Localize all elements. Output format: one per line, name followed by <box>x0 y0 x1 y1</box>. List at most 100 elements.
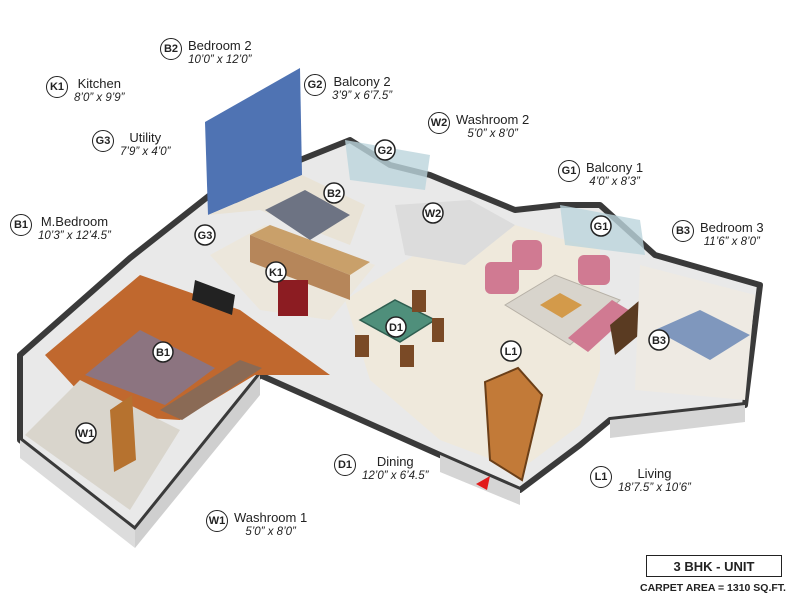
room-label-mbedroom: B1 M.Bedroom 10’3” x 12’4.5” <box>10 214 111 244</box>
room-dims: 8’0” x 9’9” <box>74 92 125 104</box>
room-name: Balcony 2 <box>333 74 391 89</box>
room-label-balcony2: G2 Balcony 2 3’9” x 6’7.5” <box>304 74 392 104</box>
room-label-balcony1: G1 Balcony 1 4’0” x 8’3” <box>558 160 643 190</box>
coffee-table <box>540 293 582 318</box>
room-code-badge: L1 <box>590 466 612 488</box>
room-name: Kitchen <box>77 76 121 91</box>
plan-marker-k1: K1 <box>265 261 287 283</box>
mbedroom-wardrobe <box>160 360 262 420</box>
kitchen-fridge <box>278 280 308 316</box>
plan-marker-w1: W1 <box>75 422 97 444</box>
room-name: Dining <box>376 454 414 469</box>
room-dims: 18’7.5” x 10’6” <box>618 482 691 494</box>
plan-marker-text: W1 <box>78 428 95 440</box>
plan-marker-g1: G1 <box>590 215 612 237</box>
room-code-badge: G1 <box>558 160 580 182</box>
room-dims: 5’0” x 8’0” <box>245 526 296 538</box>
room-code-badge: K1 <box>46 76 68 98</box>
room-dims: 5’0” x 8’0” <box>467 128 518 140</box>
plan-marker-circle <box>75 422 97 444</box>
plan-marker-circle <box>194 224 216 246</box>
room-dims: 3’9” x 6’7.5” <box>332 90 393 102</box>
room-code-badge: G2 <box>304 74 326 96</box>
bedroom2-bed <box>265 190 350 240</box>
sofa <box>568 300 632 352</box>
front-wall-face-2 <box>135 375 260 548</box>
room-dims: 10’3” x 12’4.5” <box>38 230 111 242</box>
room-dims: 10’0” x 12’0” <box>188 54 252 66</box>
room-name: Bedroom 2 <box>188 38 252 53</box>
plan-marker-text: B1 <box>156 347 170 359</box>
unit-type-box: 3 BHK - UNIT <box>646 555 782 577</box>
plan-marker-text: K1 <box>269 267 283 279</box>
plan-marker-b3: B3 <box>648 329 670 351</box>
armchair-3 <box>578 255 610 285</box>
plan-marker-g3: G3 <box>194 224 216 246</box>
plan-marker-circle <box>422 202 444 224</box>
plan-marker-text: W2 <box>425 208 442 220</box>
plan-marker-w2: W2 <box>422 202 444 224</box>
carpet-area: CARPET AREA = 1310 SQ.FT. <box>640 582 786 594</box>
room-label-washroom1: W1 Washroom 1 5’0” x 8’0” <box>206 510 307 540</box>
plan-marker-text: B2 <box>327 188 341 200</box>
main-door <box>483 366 544 482</box>
room-code-badge: B2 <box>160 38 182 60</box>
bedroom3-bed <box>655 310 750 360</box>
room-name: Bedroom 3 <box>700 220 764 235</box>
dining-chair-4 <box>400 345 414 367</box>
plan-marker-text: B3 <box>652 335 666 347</box>
plan-marker-circle <box>374 139 396 161</box>
front-wall-face <box>20 440 135 548</box>
room-name: Washroom 2 <box>456 112 530 127</box>
room-code-badge: B3 <box>672 220 694 242</box>
front-wall-face-4 <box>610 405 745 438</box>
plan-marker-circle <box>265 261 287 283</box>
room-name: M.Bedroom <box>40 214 109 229</box>
balcony2-floor <box>345 140 430 190</box>
plan-marker-b1: B1 <box>152 341 174 363</box>
plan-marker-text: G2 <box>378 145 393 157</box>
living-tv-unit <box>610 300 645 355</box>
front-wall-face-3 <box>440 455 520 505</box>
plan-marker-circle <box>385 316 407 338</box>
plan-marker-text: L1 <box>505 346 518 358</box>
room-label-living: L1 Living 18’7.5” x 10’6” <box>590 466 691 496</box>
plan-marker-circle <box>323 182 345 204</box>
kitchen-counter-front <box>250 235 350 300</box>
bedroom2-blue-wall <box>205 68 302 215</box>
room-name: Washroom 1 <box>234 510 308 525</box>
mbedroom-tv <box>192 280 235 315</box>
room-label-kitchen: K1 Kitchen 8’0” x 9’9” <box>46 76 125 106</box>
room-dims: 11’6” x 8’0” <box>703 236 760 248</box>
plan-marker-circle <box>648 329 670 351</box>
room-label-dining: D1 Dining 12’0” x 6’4.5” <box>334 454 428 484</box>
room-name: Balcony 1 <box>586 160 644 175</box>
room-code-badge: G3 <box>92 130 114 152</box>
plan-marker-d1: D1 <box>385 316 407 338</box>
dining-chair-1 <box>412 290 426 312</box>
room-code-badge: W1 <box>206 510 228 532</box>
room-code-badge: B1 <box>10 214 32 236</box>
kitchen-counter <box>250 225 370 275</box>
room-label-bedroom3: B3 Bedroom 3 11’6” x 8’0” <box>672 220 764 250</box>
plan-marker-text: G1 <box>594 221 609 233</box>
entry-arrow <box>476 476 490 490</box>
room-name: Utility <box>129 130 162 145</box>
room-label-washroom2: W2 Washroom 2 5’0” x 8’0” <box>428 112 529 142</box>
room-dims: 4’0” x 8’3” <box>589 176 640 188</box>
washroom1-floor <box>25 380 180 510</box>
armchair-1 <box>485 262 519 294</box>
room-label-bedroom2: B2 Bedroom 2 10’0” x 12’0” <box>160 38 252 68</box>
room-dims: 7’9” x 4’0” <box>120 146 171 158</box>
plan-marker-g2: G2 <box>374 139 396 161</box>
plan-marker-circle <box>590 215 612 237</box>
plan-marker-text: D1 <box>389 322 403 334</box>
room-dims: 12’0” x 6’4.5” <box>362 470 429 482</box>
plan-marker-circle <box>152 341 174 363</box>
dining-chair-2 <box>432 318 444 342</box>
armchair-2 <box>512 240 542 270</box>
room-code-badge: D1 <box>334 454 356 476</box>
plan-marker-text: G3 <box>198 230 213 242</box>
